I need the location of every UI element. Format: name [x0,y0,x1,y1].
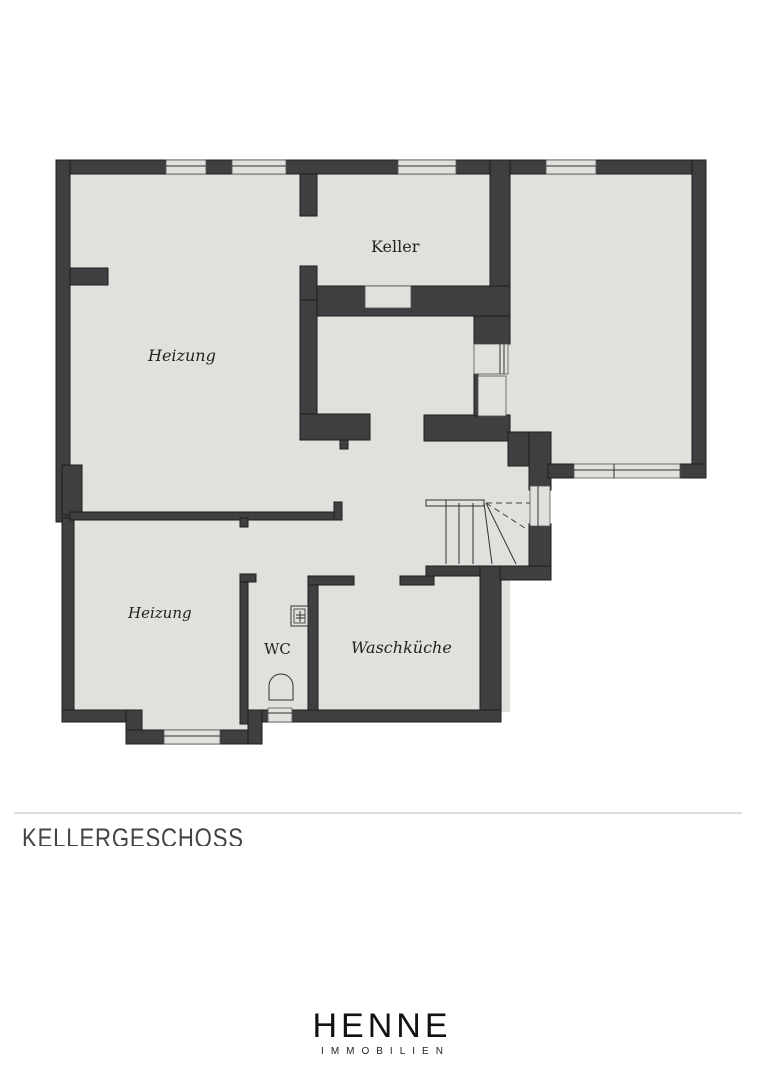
windows [163,159,681,745]
staircase [425,499,530,565]
brand-name: HENNE [312,1007,452,1045]
walls [55,159,707,745]
brand-logo: HENNE IMMOBILIEN [0,1008,764,1057]
room-label-heizung-large: Heizung [147,346,216,365]
room-label-keller: Keller [371,237,420,256]
room-labels: Heizung Keller Heizung WC Waschküche [127,237,452,658]
room-label-heizung-small: Heizung [127,604,192,622]
brand-subtitle: IMMOBILIEN [321,1046,450,1057]
room-label-wc: WC [264,640,291,658]
floor-areas [70,174,692,732]
floor-title: KELLERGESCHOSS [22,823,244,846]
wc-fixtures [268,605,309,701]
room-label-waschkueche: Waschküche [351,638,452,657]
floor-plan: Heizung Keller Heizung WC Waschküche [55,159,707,745]
section-divider [14,812,742,814]
